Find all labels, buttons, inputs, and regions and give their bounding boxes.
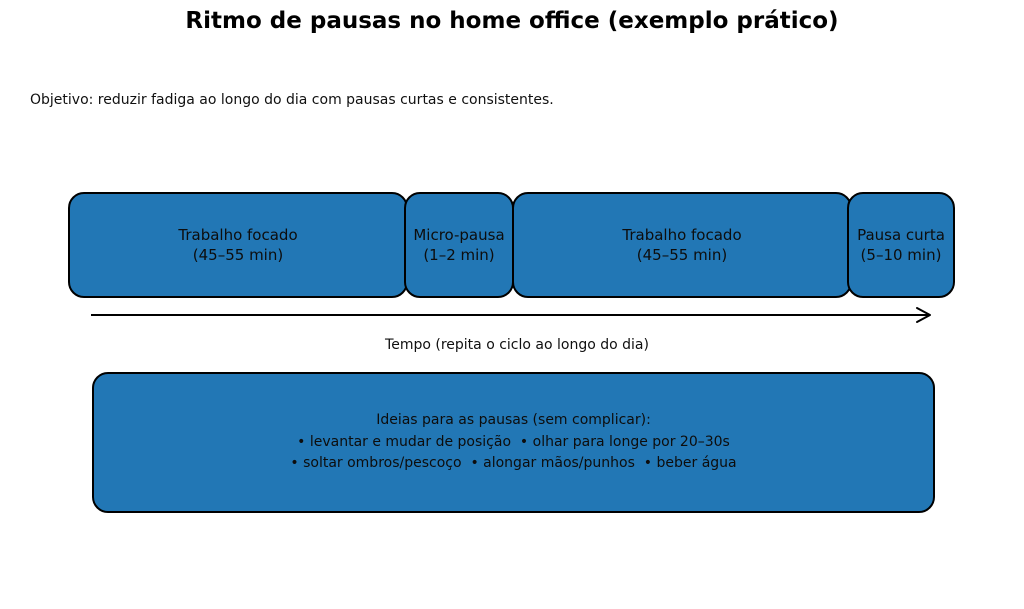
segment-name: Trabalho focado [622,226,742,244]
timeline-segment-focused-work-1: Trabalho focado (45–55 min) [68,192,408,298]
time-axis-label: Tempo (repita o ciclo ao longo do dia) [385,337,649,353]
segment-name: Micro-pausa [413,226,505,244]
pause-ideas-line: • soltar ombros/pescoço • alongar mãos/p… [290,455,737,472]
timeline-segment-focused-work-2: Trabalho focado (45–55 min) [512,192,852,298]
segment-name: Pausa curta [857,226,945,244]
objective-text: Objetivo: reduzir fadiga ao longo do dia… [30,92,554,108]
segment-duration: (45–55 min) [636,246,728,264]
segment-duration: (45–55 min) [192,246,284,264]
pause-ideas-line: • levantar e mudar de posição • olhar pa… [297,433,730,450]
timeline-segment-micro-pause: Micro-pausa (1–2 min) [404,192,514,298]
page-title: Ritmo de pausas no home office (exemplo … [185,8,839,34]
time-axis-arrow-icon [91,307,931,323]
pause-ideas-box: Ideias para as pausas (sem complicar): •… [92,372,935,513]
pause-ideas-heading: Ideias para as pausas (sem complicar): [376,412,651,429]
segment-duration: (1–2 min) [423,246,495,264]
segment-name: Trabalho focado [178,226,298,244]
segment-duration: (5–10 min) [860,246,942,264]
timeline-segment-short-pause: Pausa curta (5–10 min) [847,192,955,298]
